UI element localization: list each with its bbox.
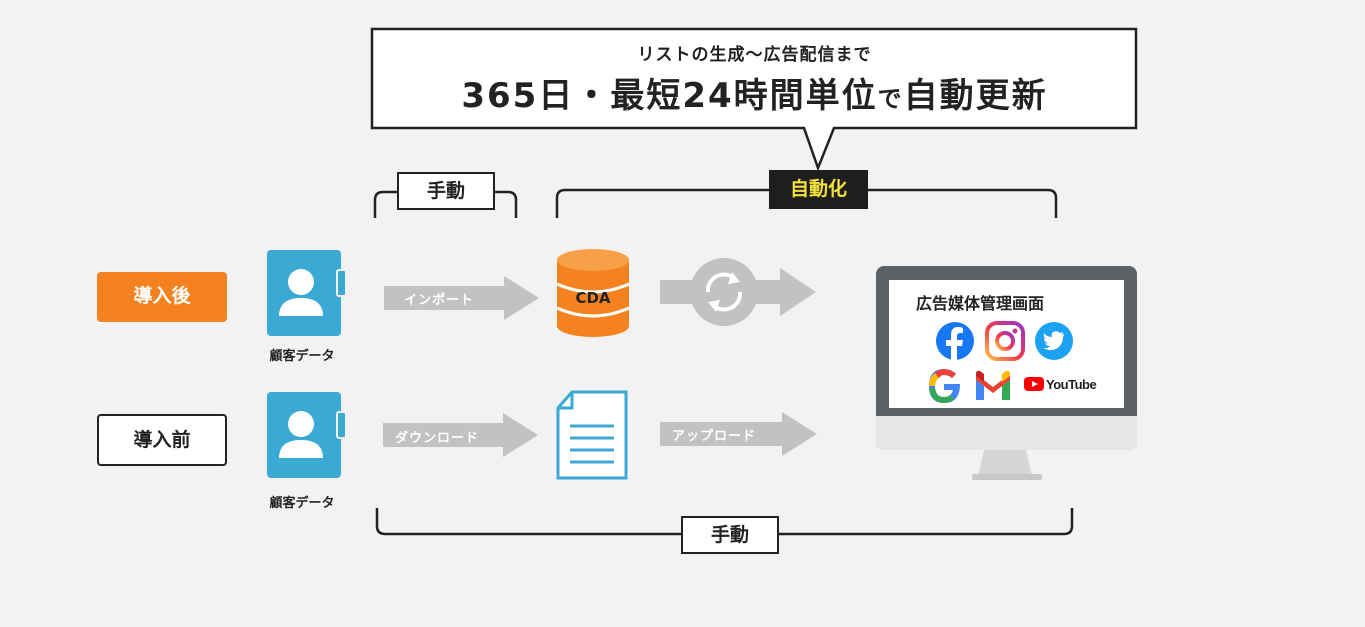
google-icon bbox=[929, 369, 960, 403]
upload-arrow-label: アップロード bbox=[672, 429, 757, 444]
facebook-icon bbox=[936, 322, 974, 360]
status-before: 導入前 bbox=[97, 414, 227, 466]
gmail-icon bbox=[976, 370, 1010, 400]
manual-tag-bottom: 手動 bbox=[681, 516, 779, 554]
sync-arrow bbox=[660, 258, 816, 326]
database-icon bbox=[556, 249, 630, 337]
download-arrow-label: ダウンロード bbox=[395, 431, 480, 446]
auto-tag: 自動化 bbox=[769, 170, 868, 209]
monitor-title: 広告媒体管理画面 bbox=[916, 294, 1045, 313]
import-arrow bbox=[384, 276, 539, 320]
customer-caption-after: 顧客データ bbox=[269, 349, 335, 364]
manual-tag-top: 手動 bbox=[397, 172, 495, 210]
customer-data-icon bbox=[267, 392, 347, 478]
youtube-text: YouTube bbox=[1046, 377, 1097, 392]
instagram-icon bbox=[985, 321, 1025, 361]
status-after: 導入後 bbox=[97, 272, 227, 322]
document-icon bbox=[556, 390, 628, 480]
upload-arrow bbox=[660, 412, 817, 456]
database-label: CDA bbox=[575, 289, 611, 307]
youtube-icon bbox=[1024, 377, 1044, 391]
customer-caption-before: 顧客データ bbox=[269, 496, 335, 511]
callout-box bbox=[370, 27, 1138, 172]
twitter-icon bbox=[1035, 322, 1073, 360]
callout-title: 365日・最短24時間単位で自動更新 bbox=[461, 76, 1048, 116]
import-arrow-label: インポート bbox=[404, 293, 475, 308]
customer-data-icon bbox=[267, 250, 347, 336]
callout-subtitle: リストの生成〜広告配信まで bbox=[637, 45, 872, 65]
download-arrow bbox=[383, 413, 538, 457]
refresh-icon bbox=[705, 272, 743, 312]
